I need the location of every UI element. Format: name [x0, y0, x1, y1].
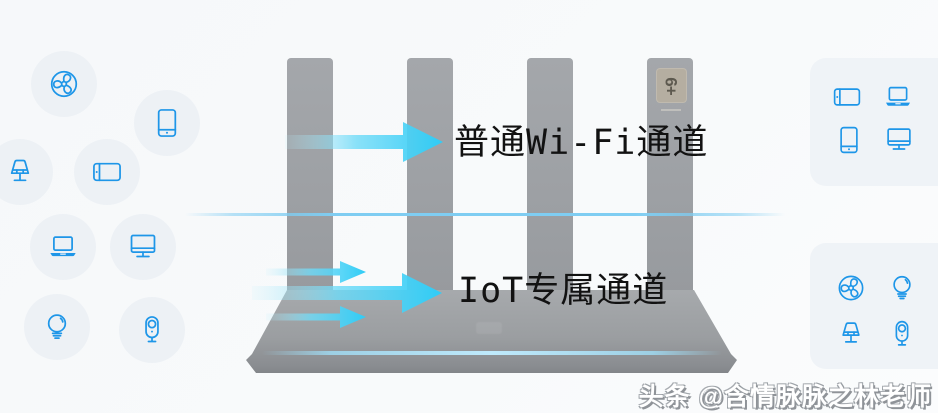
device-bubble-fan	[31, 51, 97, 117]
monitor-icon	[124, 228, 162, 266]
tablet-portrait-icon	[831, 122, 867, 158]
device-bubble-tablet-landscape	[74, 139, 140, 205]
iot-channel-arrow-main-icon	[252, 273, 442, 313]
toutiao-watermark: 头条 @含情脉脉之林老师	[638, 383, 932, 411]
iot-channel-arrow-small-top-icon	[266, 261, 366, 283]
fan-icon	[833, 270, 869, 306]
router-antenna-3	[527, 58, 573, 310]
tablet-landscape-icon	[88, 153, 126, 191]
device-bubble-bulb	[24, 294, 90, 360]
iot-devices-panel	[810, 243, 938, 369]
device-bubble-tablet-portrait	[134, 90, 200, 156]
camera-icon	[133, 311, 171, 349]
camera-icon	[884, 316, 920, 352]
router-brand-emblem	[476, 322, 502, 334]
floor-lamp-icon	[1, 153, 39, 191]
badge-caption-bar	[661, 109, 681, 111]
normal-devices-panel	[810, 58, 938, 186]
wifi6-plus-label: 6+	[661, 76, 681, 95]
device-bubble-camera	[119, 297, 185, 363]
wifi6-plus-badge: 6+	[653, 68, 689, 111]
laptop-icon	[44, 228, 82, 266]
router-body	[246, 290, 737, 373]
wifi6-plus-logo-icon: 6+	[655, 68, 687, 103]
monitor-icon	[881, 122, 917, 158]
channel-divider-line	[185, 213, 785, 216]
device-bubble-laptop	[30, 214, 96, 280]
device-bubble-monitor	[110, 214, 176, 280]
laptop-icon	[880, 79, 916, 115]
device-bubble-floor-lamp	[0, 139, 53, 205]
router-led-glow	[262, 351, 722, 355]
normal-channel-arrow-icon	[285, 122, 443, 162]
normal-channel-label: 普通Wi-Fi通道	[454, 123, 709, 163]
router-antenna-2	[407, 58, 453, 310]
iot-channel-arrow-small-bottom-icon	[266, 306, 366, 328]
iot-channel-label: IoT专属通道	[458, 271, 669, 311]
tablet-portrait-icon	[148, 104, 186, 142]
tablet-landscape-icon	[829, 79, 865, 115]
router-antenna-1	[287, 58, 333, 310]
floor-lamp-icon	[833, 316, 869, 352]
fan-icon	[45, 65, 83, 103]
bulb-icon	[38, 308, 76, 346]
bulb-icon	[884, 270, 920, 306]
